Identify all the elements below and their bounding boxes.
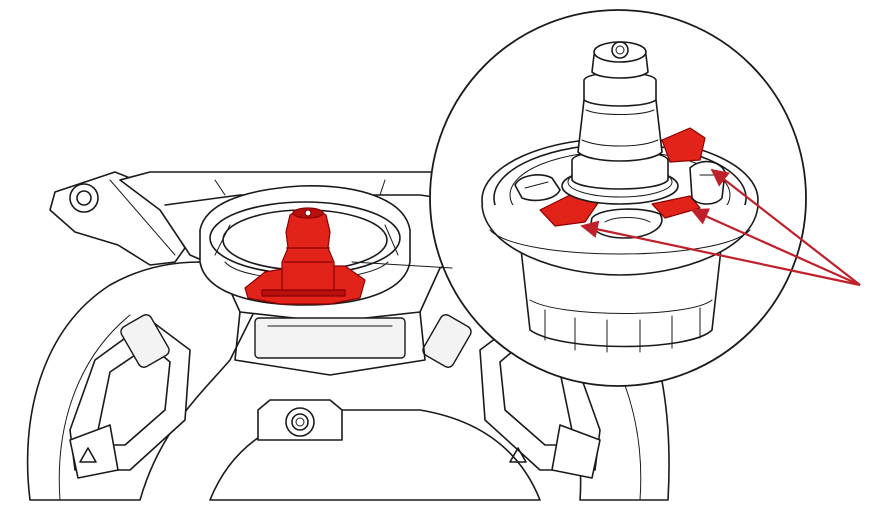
left-leg-lock-icon: [79, 447, 97, 463]
main-view: [26, 171, 670, 501]
main-red-spindle: [244, 207, 366, 305]
callout-arrow-middle: [690, 208, 861, 287]
center-tripod-screw: [257, 399, 343, 441]
callout-arrows: [580, 168, 861, 287]
detail-left-slot: [514, 174, 561, 202]
detail-connector-line: [351, 261, 453, 269]
detail-red-tab-right: [651, 195, 701, 219]
detail-circle-view: [351, 9, 807, 387]
detail-spindle: [561, 41, 679, 205]
detail-right-latch: [689, 160, 726, 205]
left-handle-arm: [49, 171, 186, 266]
right-leg-lock-icon: [509, 447, 527, 463]
left-leg-hinge: [69, 314, 191, 479]
detail-red-tab-left: [539, 194, 601, 227]
detail-red-tab-top: [661, 127, 706, 163]
callout-arrow-bottom: [580, 220, 861, 287]
callout-arrow-top: [710, 168, 861, 286]
